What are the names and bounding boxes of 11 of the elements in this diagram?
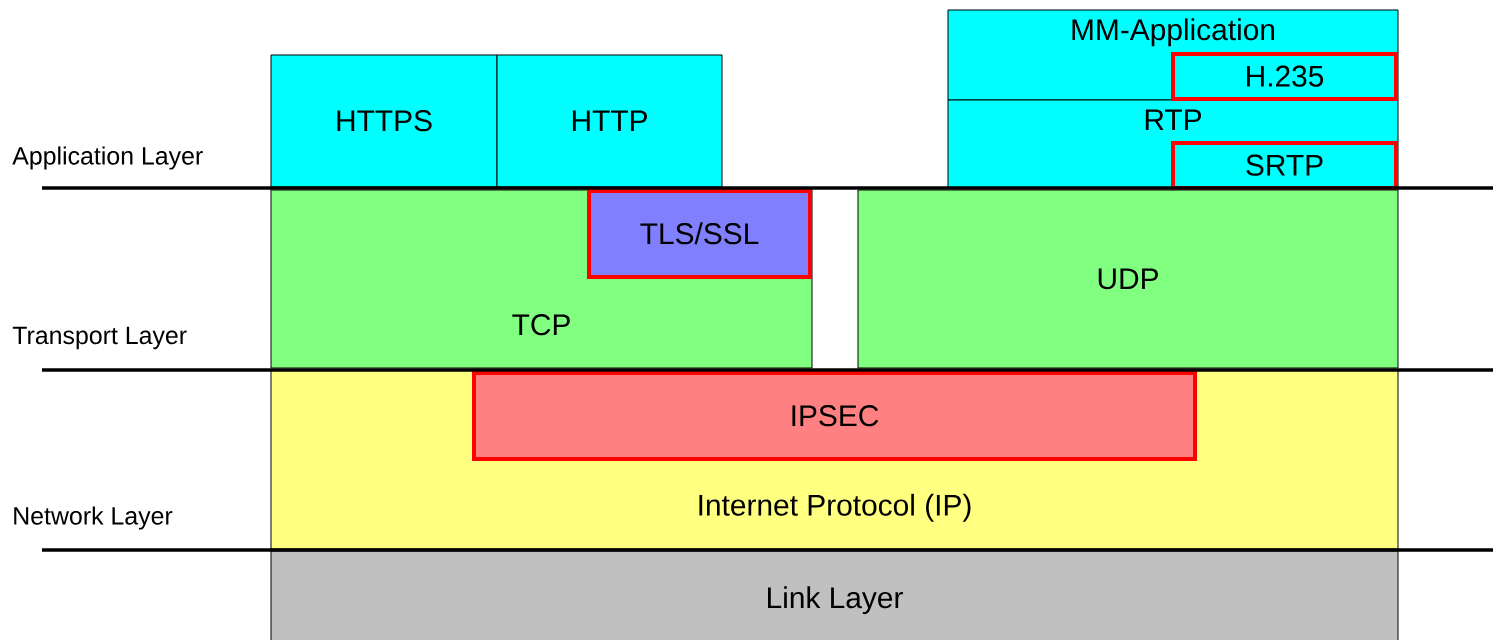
protocol-box: UDP	[857, 189, 1399, 369]
protocol-box: SRTP	[1171, 141, 1398, 190]
layer-label: Network Layer	[14, 506, 173, 530]
protocol-box: HTTPS	[270, 54, 498, 188]
protocol-box: IPSEC	[472, 371, 1197, 461]
layer-label: Transport Layer	[12, 326, 187, 350]
protocol-box: HTTP	[496, 54, 723, 188]
layer-label: Application Layer	[12, 146, 203, 170]
layer-band: Link Layer	[270, 550, 1399, 640]
protocol-box: H.235	[1171, 52, 1398, 101]
protocol-box: TLS/SSL	[587, 189, 812, 279]
